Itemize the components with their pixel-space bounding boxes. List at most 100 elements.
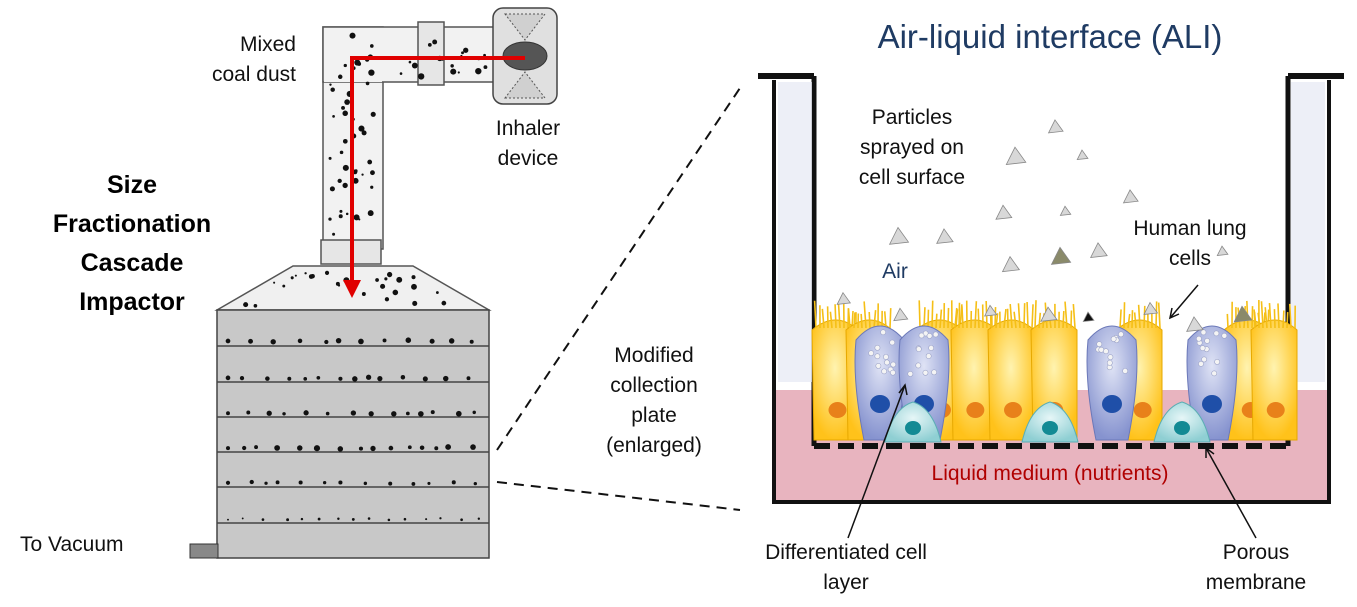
dust-particle (352, 177, 359, 184)
cilium (853, 312, 856, 329)
dust-particle (417, 73, 425, 80)
particle-flake (1143, 301, 1159, 315)
ciliated-cell (1250, 319, 1298, 441)
cilium (1072, 303, 1076, 329)
cilium (974, 301, 978, 329)
mucus-granule (915, 362, 922, 369)
dust-particle (370, 111, 376, 117)
dust-particle (448, 338, 455, 344)
mucus-granule (874, 344, 881, 351)
dust-particle (384, 297, 390, 302)
dust-particle (225, 375, 231, 381)
cilium (1013, 311, 1017, 329)
dust-particle (455, 410, 462, 417)
cilium (995, 313, 999, 329)
cilium (837, 302, 841, 329)
mucus-granule (1196, 335, 1202, 342)
cilium (918, 300, 921, 329)
dust-particle (335, 281, 340, 286)
dust-particle (339, 150, 344, 155)
dust-particle (303, 377, 308, 381)
mucus-granule (881, 368, 888, 375)
dust-particle (405, 337, 412, 343)
dust-particle (411, 62, 418, 69)
dust-particle (368, 411, 374, 417)
cell-nucleus (1174, 421, 1190, 435)
dust-particle (317, 517, 321, 521)
dust-particle (345, 212, 349, 216)
dust-particle (370, 185, 374, 189)
particle-flake (1122, 189, 1139, 204)
dust-particle (264, 481, 268, 485)
dust-particle (358, 446, 364, 451)
dust-particle (352, 376, 358, 382)
particle-flake (1059, 205, 1072, 216)
particle-flake (1040, 306, 1058, 322)
dust-particle (435, 291, 439, 294)
cilium (947, 307, 950, 329)
cell-nucleus (1003, 402, 1022, 418)
mixed-coal-dust-label: Mixed (240, 33, 296, 56)
dust-particle (342, 164, 349, 171)
dust-particle (342, 110, 348, 117)
modified-plate-label-4: (enlarged) (606, 434, 702, 457)
cilium (1264, 307, 1268, 329)
cilium (1023, 303, 1026, 329)
dust-particle (294, 274, 297, 277)
dust-particle (475, 67, 482, 75)
cilium (1253, 309, 1256, 329)
mucus-granule (890, 369, 896, 376)
dust-particle (450, 68, 457, 75)
dust-particle (466, 376, 471, 381)
particle-flake (893, 307, 909, 322)
dust-particle (322, 480, 327, 485)
dust-particle (483, 53, 486, 57)
dust-particle (441, 300, 447, 306)
dust-particle (329, 83, 332, 86)
mucus-granule (1118, 331, 1124, 338)
dust-particle (304, 272, 307, 275)
cilium (1017, 303, 1021, 329)
dust-particle (375, 278, 379, 282)
dust-particle (270, 339, 276, 345)
cilium (1123, 302, 1126, 329)
dust-particle (363, 481, 368, 486)
cell-nucleus (905, 421, 921, 435)
dust-particle (332, 115, 335, 118)
cilium (954, 307, 958, 329)
cilium (813, 300, 817, 329)
dust-particle (391, 411, 397, 417)
dust-particle (225, 338, 231, 344)
dust-particle (351, 517, 355, 521)
mucus-granule (928, 345, 935, 351)
cilium (931, 300, 934, 329)
mucus-granule (1221, 332, 1228, 339)
cell-nucleus (1042, 421, 1058, 435)
dust-particle (368, 69, 375, 76)
mucus-granule (875, 362, 882, 369)
dust-particle (380, 283, 386, 289)
dust-particle (388, 445, 394, 451)
dust-particle (370, 170, 375, 176)
dust-particle (275, 480, 280, 485)
dust-particle (472, 410, 476, 415)
dust-particle (225, 480, 231, 485)
impactor-label-2: Fractionation (53, 210, 211, 238)
mucus-granule (1199, 345, 1206, 352)
cilium (923, 307, 926, 329)
cilium (1273, 309, 1276, 329)
dust-particle (282, 284, 286, 288)
dust-particle (443, 375, 449, 382)
dust-particle (396, 276, 403, 283)
cilium (939, 309, 943, 329)
dust-particle (361, 130, 367, 136)
dust-particle (367, 159, 373, 165)
dust-particle (403, 517, 407, 521)
flow-arrow (343, 56, 525, 298)
dust-particle (282, 412, 286, 416)
dust-particle (337, 178, 342, 184)
pointer-arrows (847, 284, 1257, 539)
modified-plate-label-2: collection (610, 374, 698, 397)
dust-particle (297, 445, 303, 451)
